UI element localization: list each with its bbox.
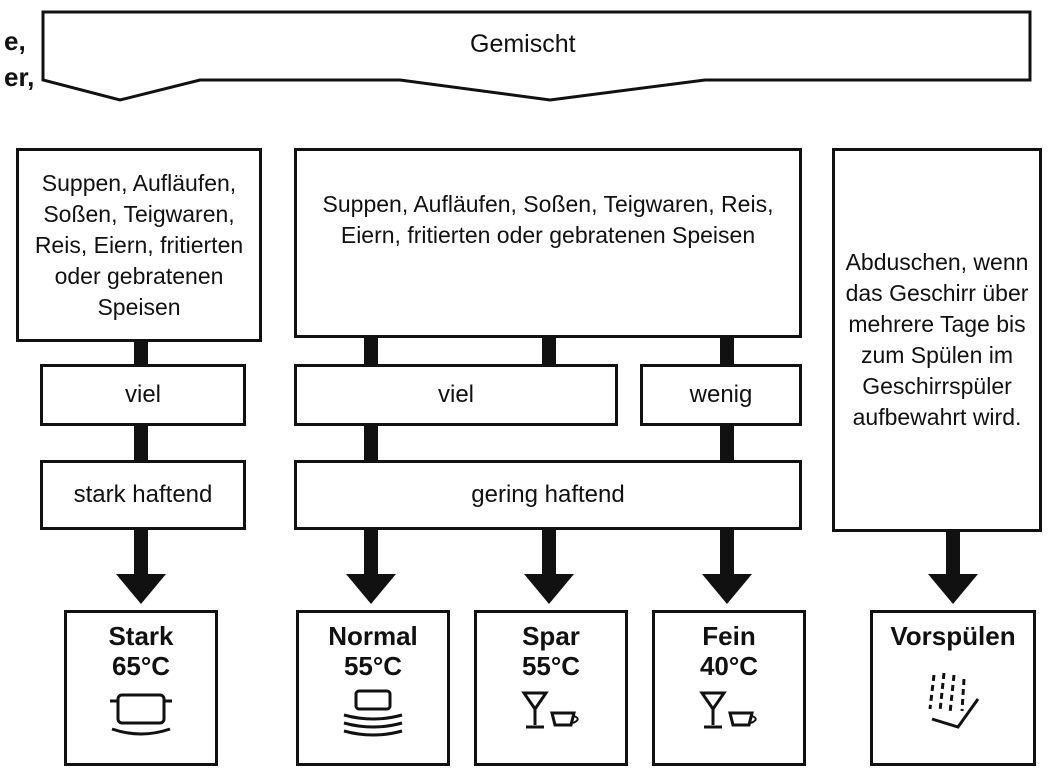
connector-mid-c-1 xyxy=(720,336,734,366)
description-text-middle: Suppen, Aufläufen, Soßen, Teigwaren, Rei… xyxy=(322,191,774,248)
adhesion-text-left: stark haftend xyxy=(73,481,213,508)
program-name: Fein xyxy=(702,621,756,651)
description-box-right: Abduschen, wenn das Geschirr über mehrer… xyxy=(832,148,1042,532)
connector-mid-a-3 xyxy=(364,528,378,576)
connector-mid-a-2 xyxy=(364,424,378,462)
program-name: Spar xyxy=(522,621,580,651)
adhesion-box-middle: gering haftend xyxy=(294,460,802,530)
connector-mid-c-3 xyxy=(720,528,734,576)
connector-left-2 xyxy=(134,424,148,462)
pot-icon xyxy=(110,693,172,736)
connector-right-1 xyxy=(946,530,960,576)
description-text-right: Abduschen, wenn das Geschirr über mehrer… xyxy=(845,249,1029,430)
arrowhead-vorspuelen xyxy=(928,574,978,604)
header-label: Gemischt xyxy=(470,30,576,58)
amount-text-right: wenig xyxy=(689,381,753,408)
margin-fragment-1: e, xyxy=(4,26,26,56)
connector-mid-a-1 xyxy=(364,336,378,366)
connector-mid-c-2 xyxy=(720,424,734,462)
amount-text-middle: viel xyxy=(437,381,474,408)
arrowhead-normal xyxy=(346,574,396,604)
program-box-fein: Fein 40°C xyxy=(652,610,806,766)
stacked-dishes-icon xyxy=(343,689,403,737)
program-name: Vorspülen xyxy=(890,621,1016,651)
program-box-spar: Spar 55°C xyxy=(474,610,628,766)
connector-mid-b-1 xyxy=(542,336,556,366)
margin-fragment-2: er, xyxy=(4,62,35,92)
description-box-left: Suppen, Aufläufen, Soßen, Teigwaren, Rei… xyxy=(16,148,262,342)
adhesion-box-left: stark haftend xyxy=(40,460,246,530)
program-box-normal: Normal 55°C xyxy=(296,610,450,766)
program-box-vorspuelen: Vorspülen xyxy=(870,610,1036,766)
amount-box-middle: viel xyxy=(294,364,618,426)
program-temp: 40°C xyxy=(699,651,759,681)
glass-and-cup-icon xyxy=(521,691,579,729)
program-temp: 65°C xyxy=(111,651,171,681)
shower-spray-icon xyxy=(928,672,980,729)
amount-box-right: wenig xyxy=(640,364,802,426)
amount-text-left: viel xyxy=(124,381,161,408)
connector-mid-b-3 xyxy=(542,528,556,576)
program-temp: 55°C xyxy=(343,651,403,681)
program-name: Normal xyxy=(328,621,418,651)
connector-left-3 xyxy=(134,528,148,576)
amount-box-left: viel xyxy=(40,364,246,426)
arrowhead-left xyxy=(116,574,166,604)
program-temp: 55°C xyxy=(521,651,581,681)
description-text-left: Suppen, Aufläufen, Soßen, Teigwaren, Rei… xyxy=(34,169,244,320)
program-box-stark: Stark 65°C xyxy=(64,610,218,766)
description-box-middle: Suppen, Aufläufen, Soßen, Teigwaren, Rei… xyxy=(294,148,802,338)
program-name: Stark xyxy=(108,621,174,651)
arrowhead-fein xyxy=(702,574,752,604)
header-brace xyxy=(41,10,1032,102)
adhesion-text-middle: gering haftend xyxy=(471,481,625,508)
connector-left-1 xyxy=(134,340,148,366)
arrowhead-spar xyxy=(524,574,574,604)
glass-and-cup-icon xyxy=(699,691,757,729)
